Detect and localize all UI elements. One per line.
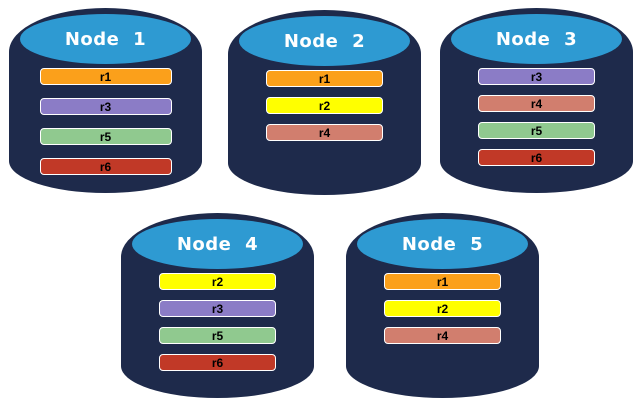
replica-bar: r2	[266, 97, 383, 114]
replica-bar: r6	[39, 158, 172, 175]
replica-label: r3	[530, 69, 543, 84]
replica-label: r2	[211, 274, 224, 289]
replica-bar: r2	[384, 300, 501, 317]
replica-label: r6	[211, 355, 224, 370]
replica-list: r3 r4 r5 r6	[440, 68, 633, 166]
database-cylinder-top: Node 1	[20, 14, 191, 64]
replica-label: r6	[530, 150, 543, 165]
replica-list: r2 r3 r5 r6	[121, 273, 314, 371]
replica-label: r1	[318, 71, 331, 86]
replica-label: r4	[436, 328, 449, 343]
replica-list: r1 r3 r5 r6	[9, 68, 202, 175]
database-cylinder-top: Node 5	[357, 219, 528, 269]
replica-bar: r5	[39, 128, 172, 145]
replica-bar: r1	[266, 70, 383, 87]
node-title: Node 1	[64, 28, 147, 50]
replica-list: r1 r2 r4	[346, 273, 539, 344]
node-4-database-cylinder: Node 4 r2 r3 r5 r6	[121, 213, 314, 398]
replica-bar: r4	[384, 327, 501, 344]
replica-bar: r3	[39, 98, 172, 115]
replica-label: r1	[99, 69, 112, 84]
replica-bar: r4	[266, 124, 383, 141]
replica-label: r4	[318, 125, 331, 140]
replica-list: r1 r2 r4	[228, 70, 421, 141]
replica-label: r3	[99, 99, 112, 114]
replica-label: r1	[436, 274, 449, 289]
node-title: Node 5	[401, 233, 484, 255]
replica-label: r5	[211, 328, 224, 343]
node-title: Node 3	[495, 28, 578, 50]
replica-bar: r2	[159, 273, 276, 290]
replica-bar: r1	[39, 68, 172, 85]
node-title: Node 4	[176, 233, 259, 255]
replica-label: r3	[211, 301, 224, 316]
replica-label: r2	[436, 301, 449, 316]
replica-bar: r6	[478, 149, 595, 166]
replica-label: r6	[99, 159, 112, 174]
database-cylinder-top: Node 3	[451, 14, 622, 64]
replica-bar: r3	[478, 68, 595, 85]
replica-bar: r4	[478, 95, 595, 112]
replica-label: r2	[318, 98, 331, 113]
database-cylinder-top: Node 4	[132, 219, 303, 269]
database-cylinder-top: Node 2	[239, 16, 410, 66]
replica-label: r4	[530, 96, 543, 111]
replica-bar: r5	[478, 122, 595, 139]
node-1-database-cylinder: Node 1 r1 r3 r5 r6	[9, 8, 202, 193]
node-3-database-cylinder: Node 3 r3 r4 r5 r6	[440, 8, 633, 193]
replica-bar: r1	[384, 273, 501, 290]
replica-label: r5	[530, 123, 543, 138]
node-title: Node 2	[283, 30, 366, 52]
node-2-database-cylinder: Node 2 r1 r2 r4	[228, 10, 421, 195]
replica-label: r5	[99, 129, 112, 144]
replica-bar: r6	[159, 354, 276, 371]
node-5-database-cylinder: Node 5 r1 r2 r4	[346, 213, 539, 398]
replica-bar: r3	[159, 300, 276, 317]
replica-bar: r5	[159, 327, 276, 344]
